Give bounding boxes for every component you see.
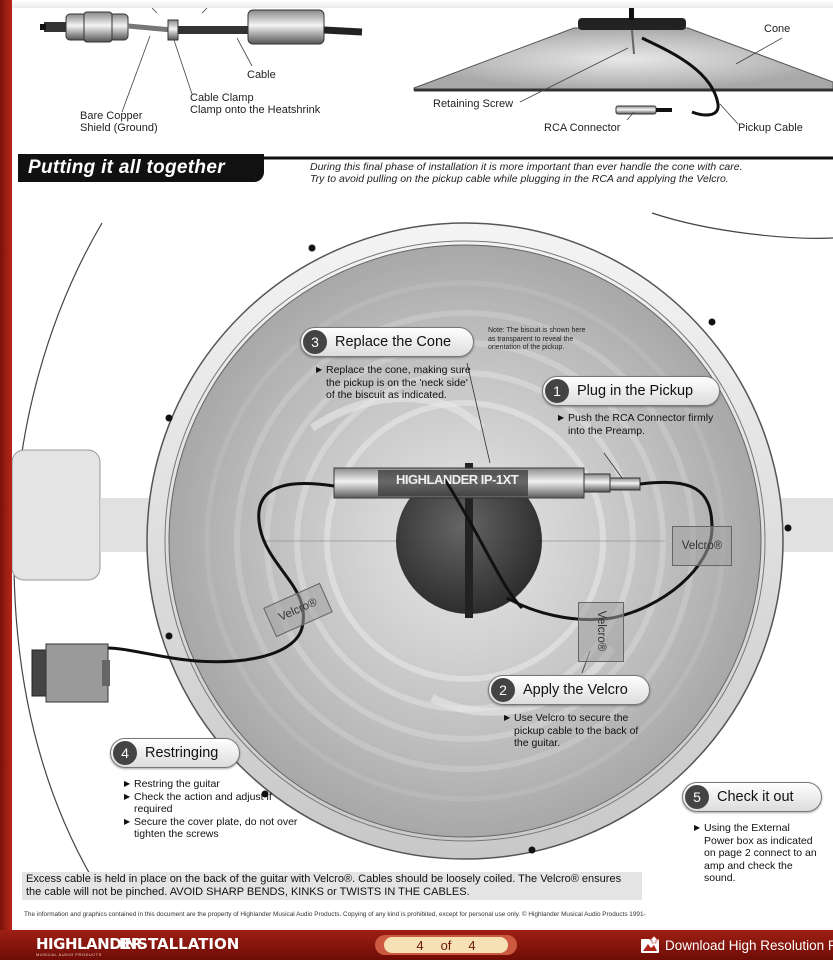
- step-3-title: Replace the Cone: [335, 334, 452, 350]
- bullet: ▶Use Velcro to secure the pickup cable t…: [504, 712, 654, 750]
- label-cone: Cone: [764, 23, 791, 35]
- intro-line-2: Try to avoid pulling on the pickup cable…: [310, 173, 729, 185]
- section-intro: During this final phase of installation …: [310, 161, 742, 185]
- biscuit-note: Note: The biscuit is shown here as trans…: [488, 327, 586, 353]
- label-shield-ground: Shield (Ground): [80, 122, 158, 134]
- step-1-title: Plug in the Pickup: [577, 383, 694, 399]
- step-4-number: 4: [113, 741, 137, 765]
- step-5-pill: 5 Check it out: [682, 782, 822, 812]
- bullet: ▶Secure the cover plate, do not over tig…: [124, 816, 299, 841]
- label-retaining-screw: Retaining Screw: [433, 98, 514, 110]
- step-4-bullets: ▶Restring the guitar ▶Check the action a…: [124, 778, 299, 841]
- label-rca-connector: RCA Connector: [544, 122, 621, 134]
- excess-cable-note: Excess cable is held in place on the bac…: [22, 872, 642, 900]
- note-line-1: Note: The biscuit is shown here: [488, 327, 586, 334]
- bullet: ▶Check the action and adjust if required: [124, 791, 299, 816]
- step-3-bullets: ▶Replace the cone, making sure the picku…: [316, 364, 476, 402]
- step-2-bullets: ▶Use Velcro to secure the pickup cable t…: [504, 712, 654, 750]
- download-pdf-button[interactable]: Download High Resolution PDF: [640, 934, 833, 956]
- step-2-pill: 2 Apply the Velcro: [488, 675, 650, 705]
- step-1-bullets: ▶Push the RCA Connector firmly into the …: [558, 412, 728, 437]
- output-jack: [31, 643, 110, 703]
- note-line-3: orientation of the pickup.: [488, 344, 565, 351]
- bullet: ▶Push the RCA Connector firmly into the …: [558, 412, 728, 437]
- bullet-arrow-icon: ▶: [694, 823, 701, 832]
- step-1-number: 1: [545, 379, 569, 403]
- copyright-footer: The information and graphics contained i…: [24, 911, 646, 918]
- bullet: ▶Replace the cone, making sure the picku…: [316, 364, 476, 402]
- step-5-number: 5: [685, 785, 709, 809]
- label-pickup-cable: Pickup Cable: [738, 122, 803, 134]
- document-page: Cable Cable Clamp Clamp onto the Heatshr…: [12, 8, 833, 930]
- velcro-tag-right: Velcro®: [672, 526, 732, 566]
- step-2-title: Apply the Velcro: [523, 682, 628, 698]
- bullet-text: Using the External Power box as indicate…: [704, 822, 817, 884]
- installation-nav-link[interactable]: INSTALLATION: [119, 935, 240, 953]
- bullet-arrow-icon: ▶: [124, 791, 131, 801]
- bullet-arrow-icon: ▶: [558, 413, 565, 422]
- bullet-text: Secure the cover plate, do not over tigh…: [134, 815, 298, 841]
- intro-line-1: During this final phase of installation …: [310, 161, 743, 173]
- bullet-text: Push the RCA Connector firmly into the P…: [568, 412, 714, 437]
- bullet-arrow-icon: ▶: [124, 816, 131, 826]
- bullet-text: Check the action and adjust if required: [134, 790, 272, 816]
- label-cable-clamp: Cable Clamp: [190, 92, 254, 104]
- step-5-title: Check it out: [717, 789, 794, 805]
- download-pdf-label: Download High Resolution PDF: [665, 937, 833, 953]
- current-page: 4: [416, 937, 424, 953]
- total-pages: 4: [468, 937, 476, 953]
- label-cable-clamp-detail: Clamp onto the Heatshrink: [190, 104, 321, 116]
- bullet-arrow-icon: ▶: [504, 713, 511, 722]
- viewer-left-frame: [0, 0, 12, 930]
- bullet-arrow-icon: ▶: [316, 365, 323, 374]
- step-3-pill: 3 Replace the Cone: [300, 327, 474, 357]
- brand-logo[interactable]: HIGHLANDER: [36, 935, 142, 953]
- step-3-number: 3: [303, 330, 327, 354]
- bullet-text: Restring the guitar: [134, 778, 220, 790]
- step-5-bullets: ▶Using the External Power box as indicat…: [694, 822, 822, 885]
- viewer-top-edge: [0, 0, 833, 10]
- note-line-2: as transparent to reveal the: [488, 335, 574, 343]
- velcro-tag-bottom: Velcro®: [578, 602, 624, 662]
- velcro-tag-bottom-text: Velcro®: [595, 610, 607, 652]
- bullet: ▶Restring the guitar: [124, 778, 299, 791]
- cable-assembly-illustration: [40, 8, 363, 113]
- download-pdf-icon: [641, 936, 659, 953]
- page-indicator[interactable]: 4 of 4: [375, 935, 517, 955]
- cone-illustration: [413, 8, 833, 125]
- bullet-arrow-icon: ▶: [124, 779, 131, 788]
- step-4-pill: 4 Restringing: [110, 738, 240, 768]
- page-of-label: of: [440, 937, 452, 953]
- label-bare-copper: Bare Copper: [80, 110, 143, 122]
- brand-tagline: MUSICAL AUDIO PRODUCTS: [36, 952, 102, 957]
- step-1-pill: 1 Plug in the Pickup: [542, 376, 720, 406]
- bullet-text: Use Velcro to secure the pickup cable to…: [514, 712, 639, 749]
- pickup-label: HIGHLANDER IP-1XT: [396, 472, 519, 487]
- pickup-assembly: [106, 467, 714, 664]
- step-4-title: Restringing: [145, 745, 219, 761]
- biscuit: [396, 463, 542, 618]
- step-2-number: 2: [491, 678, 515, 702]
- section-title: Putting it all together: [18, 154, 264, 182]
- label-cable: Cable: [247, 69, 276, 81]
- page-indicator-inner: 4 of 4: [384, 937, 508, 953]
- bullet: ▶Using the External Power box as indicat…: [694, 822, 822, 885]
- bullet-text: Replace the cone, making sure the pickup…: [326, 364, 471, 401]
